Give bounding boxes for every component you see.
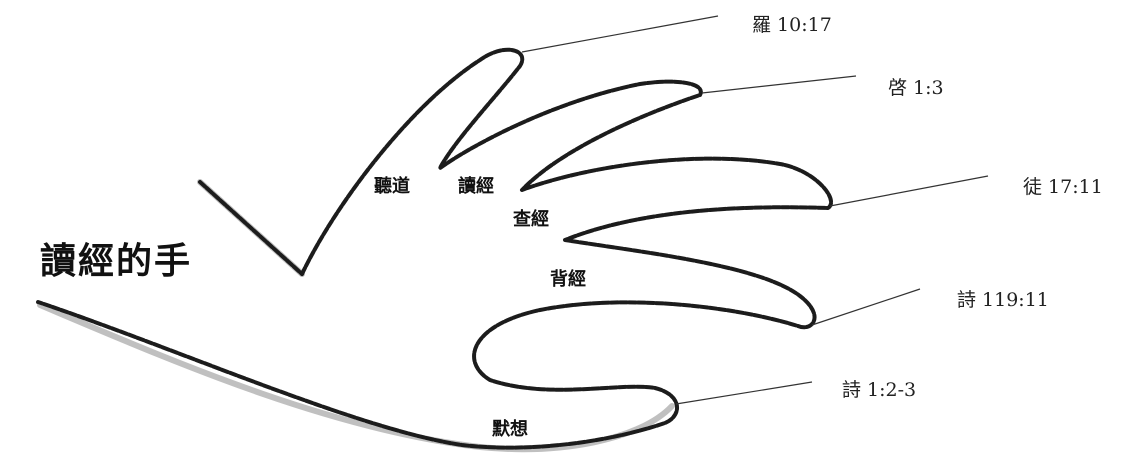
reference-revelation: 啓 1:3 — [888, 77, 944, 99]
finger-label-read: 讀經 — [458, 176, 494, 197]
finger-label-study: 查經 — [513, 209, 549, 230]
reference-psalm119: 詩 119:11 — [957, 289, 1049, 311]
leader-acts — [829, 175, 989, 207]
reference-romans: 羅 10:17 — [752, 14, 832, 36]
diagram-title: 讀經的手 — [40, 240, 193, 282]
hand-outline — [36, 47, 833, 450]
reference-psalm1: 詩 1:2-3 — [842, 379, 917, 401]
leader-romans — [521, 15, 719, 53]
leader-lines — [521, 15, 989, 405]
finger-label-meditate: 默想 — [492, 419, 528, 440]
thumb-stroke — [198, 180, 304, 276]
finger-label-hear: 聽道 — [374, 176, 410, 197]
leader-psalm1 — [675, 381, 813, 405]
leader-revelation — [701, 75, 857, 94]
finger-label-memorize: 背經 — [550, 269, 586, 290]
reference-acts: 徒 17:11 — [1023, 176, 1103, 198]
hand-shadow-group — [37, 179, 675, 453]
leader-psalm119 — [811, 288, 921, 326]
